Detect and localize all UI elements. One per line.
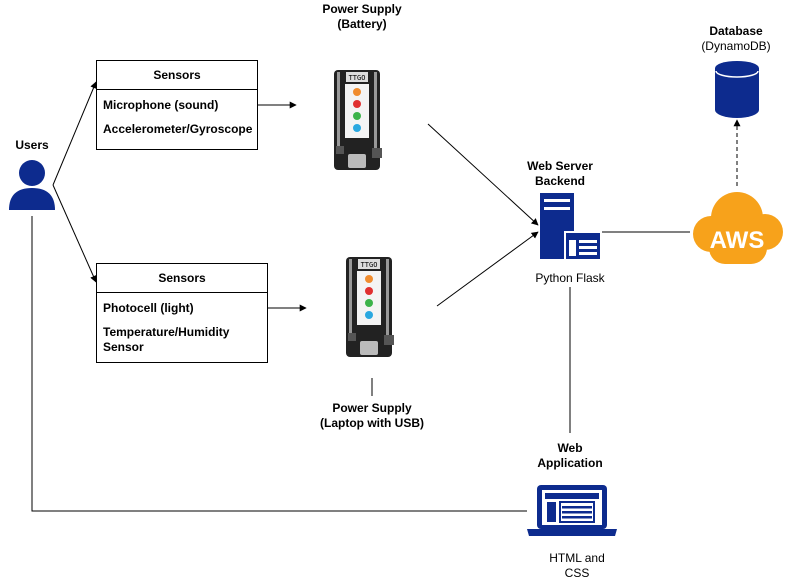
power-supply-usb-label: Power Supply (Laptop with USB) bbox=[320, 401, 424, 430]
sensor-item-accelerometer: Accelerometer/Gyroscope bbox=[103, 122, 253, 136]
user-icon bbox=[9, 160, 55, 210]
ttgo-board-icon-top: TTGO bbox=[334, 70, 382, 170]
html-css-label: HTML and CSS bbox=[549, 551, 605, 580]
python-flask-label: Python Flask bbox=[535, 271, 605, 285]
line-webapp-to-users bbox=[31, 216, 527, 512]
ttgo-chip-label-bottom: TTGO bbox=[361, 261, 378, 269]
laptop-icon bbox=[527, 485, 617, 536]
sensors-box-top: Sensors Microphone (sound) Accelerometer… bbox=[96, 60, 258, 150]
web-application-label: Web Application bbox=[537, 441, 603, 470]
sensors-box-top-title: Sensors bbox=[97, 61, 257, 90]
arrow-users-to-sensors-top bbox=[52, 81, 97, 186]
arrow-users-to-sensors-bottom bbox=[52, 184, 97, 283]
ttgo-board-icon-bottom: TTGO bbox=[346, 257, 394, 357]
arrow-board-top-to-server bbox=[427, 123, 539, 226]
sensor-item-microphone: Microphone (sound) bbox=[103, 98, 219, 112]
users-label: Users bbox=[15, 138, 49, 152]
database-sublabel: (DynamoDB) bbox=[701, 39, 771, 53]
web-server-label: Web Server Backend bbox=[527, 159, 593, 188]
database-label: Database bbox=[709, 24, 763, 38]
sensor-item-photocell: Photocell (light) bbox=[103, 301, 194, 315]
sensors-box-bottom: Sensors Photocell (light) Temperature/Hu… bbox=[96, 263, 268, 363]
aws-logo-text: AWS bbox=[710, 227, 765, 254]
aws-cloud-icon: AWS bbox=[693, 192, 783, 264]
power-supply-battery-label: Power Supply (Battery) bbox=[322, 2, 402, 31]
sensor-item-temperature: Temperature/Humidity Sensor bbox=[103, 325, 230, 354]
sensors-box-bottom-title: Sensors bbox=[97, 264, 267, 293]
database-icon bbox=[715, 61, 759, 118]
web-server-icon bbox=[540, 193, 602, 261]
ttgo-chip-label-top: TTGO bbox=[349, 74, 366, 82]
arrow-board-bottom-to-server bbox=[436, 231, 539, 307]
